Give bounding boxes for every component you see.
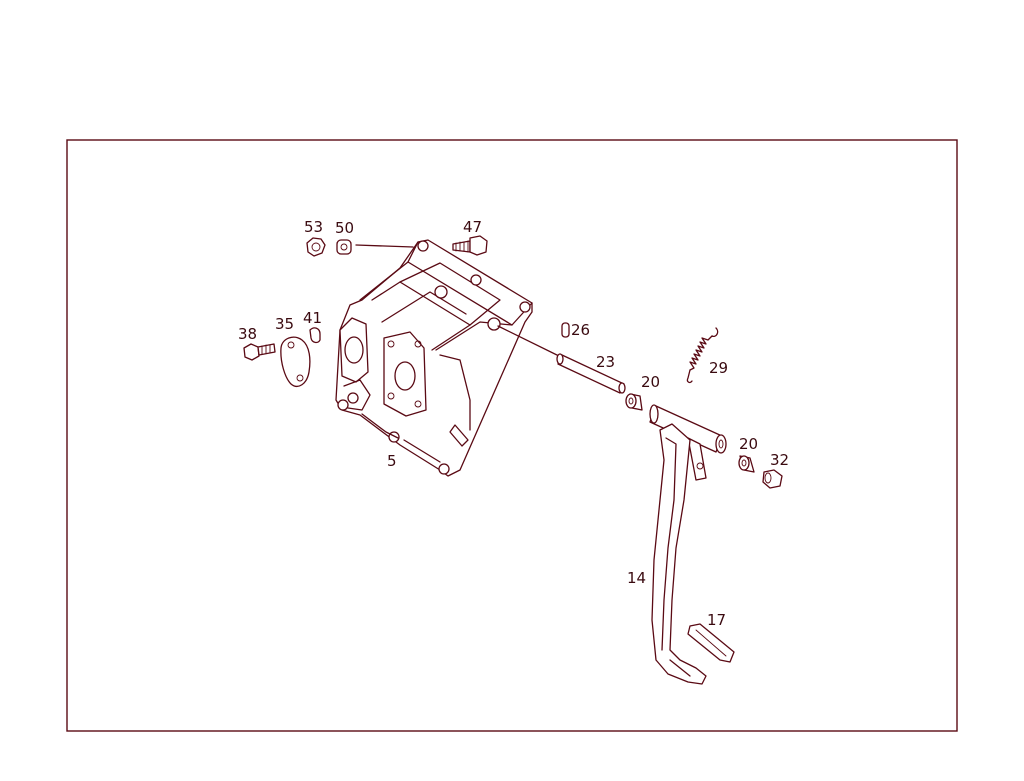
callout-38: 38 <box>238 325 257 343</box>
part-20-bushing-upper <box>625 393 643 411</box>
part-50-washer <box>336 239 352 255</box>
part-32-cap <box>762 469 783 489</box>
callout-50: 50 <box>335 219 354 237</box>
part-38-bolt <box>243 343 276 361</box>
callout-5: 5 <box>387 452 397 470</box>
part-29-spring <box>686 327 719 384</box>
leader-50 <box>355 244 414 248</box>
part-20-bushing-lower <box>738 455 755 473</box>
leader-23 <box>497 325 562 358</box>
part-35-cover-plate <box>280 336 311 387</box>
part-41-clip <box>309 327 321 344</box>
callout-20-lower: 20 <box>739 435 758 453</box>
callout-23: 23 <box>596 353 615 371</box>
part-53-nut <box>306 237 326 257</box>
callout-53: 53 <box>304 218 323 236</box>
callout-26: 26 <box>571 321 590 339</box>
part-14-pedal-lever <box>649 404 727 685</box>
part-23-shaft <box>556 353 626 394</box>
callout-35: 35 <box>275 315 294 333</box>
part-26-pin <box>561 322 570 338</box>
callout-14: 14 <box>627 569 646 587</box>
callout-41: 41 <box>303 309 322 327</box>
callout-20-upper: 20 <box>641 373 660 391</box>
part-17-pedal-pad <box>687 623 735 663</box>
part-5-pedal-bracket <box>335 239 533 477</box>
callout-47: 47 <box>463 218 482 236</box>
callout-17: 17 <box>707 611 726 629</box>
callout-29: 29 <box>709 359 728 377</box>
part-47-bolt <box>452 235 488 256</box>
callout-32: 32 <box>770 451 789 469</box>
diagram-frame <box>66 139 958 732</box>
